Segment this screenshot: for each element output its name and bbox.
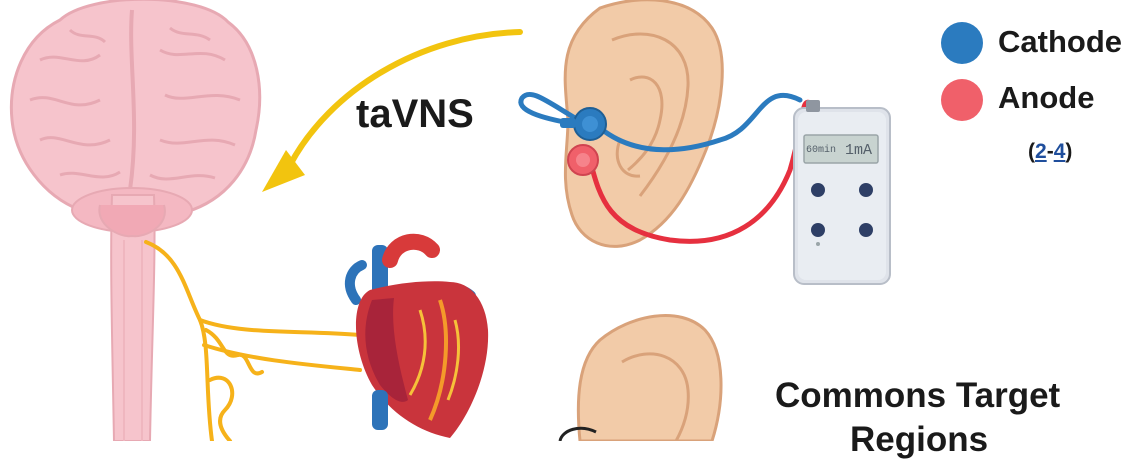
- ref-close: ): [1065, 140, 1072, 163]
- device-screen-time: 60min: [806, 145, 836, 156]
- anode-legend-dot: [941, 79, 983, 121]
- cathode-label: Cathode: [998, 24, 1122, 60]
- reference-citation: (2-4): [1028, 140, 1072, 164]
- ref-open: (: [1028, 140, 1035, 163]
- device-screen-current: 1mA: [845, 142, 872, 159]
- vagus-nerve: [146, 242, 360, 441]
- reference-link-last[interactable]: 4: [1054, 140, 1066, 163]
- tavns-label: taVNS: [356, 92, 474, 137]
- commons-target-title: Commons Target: [775, 376, 1060, 416]
- stimulator-device-icon: [794, 100, 890, 284]
- brain-icon: [11, 0, 259, 441]
- cathode-legend-dot: [941, 22, 983, 64]
- anode-label: Anode: [998, 80, 1094, 116]
- tavns-diagram: [0, 0, 1124, 441]
- ref-dash: -: [1047, 140, 1054, 163]
- reference-link-first[interactable]: 2: [1035, 140, 1047, 163]
- lower-ear-icon: [560, 316, 721, 441]
- commons-target-subtitle: Regions: [850, 420, 988, 460]
- heart-icon: [350, 242, 488, 438]
- anode-electrode: [568, 145, 598, 175]
